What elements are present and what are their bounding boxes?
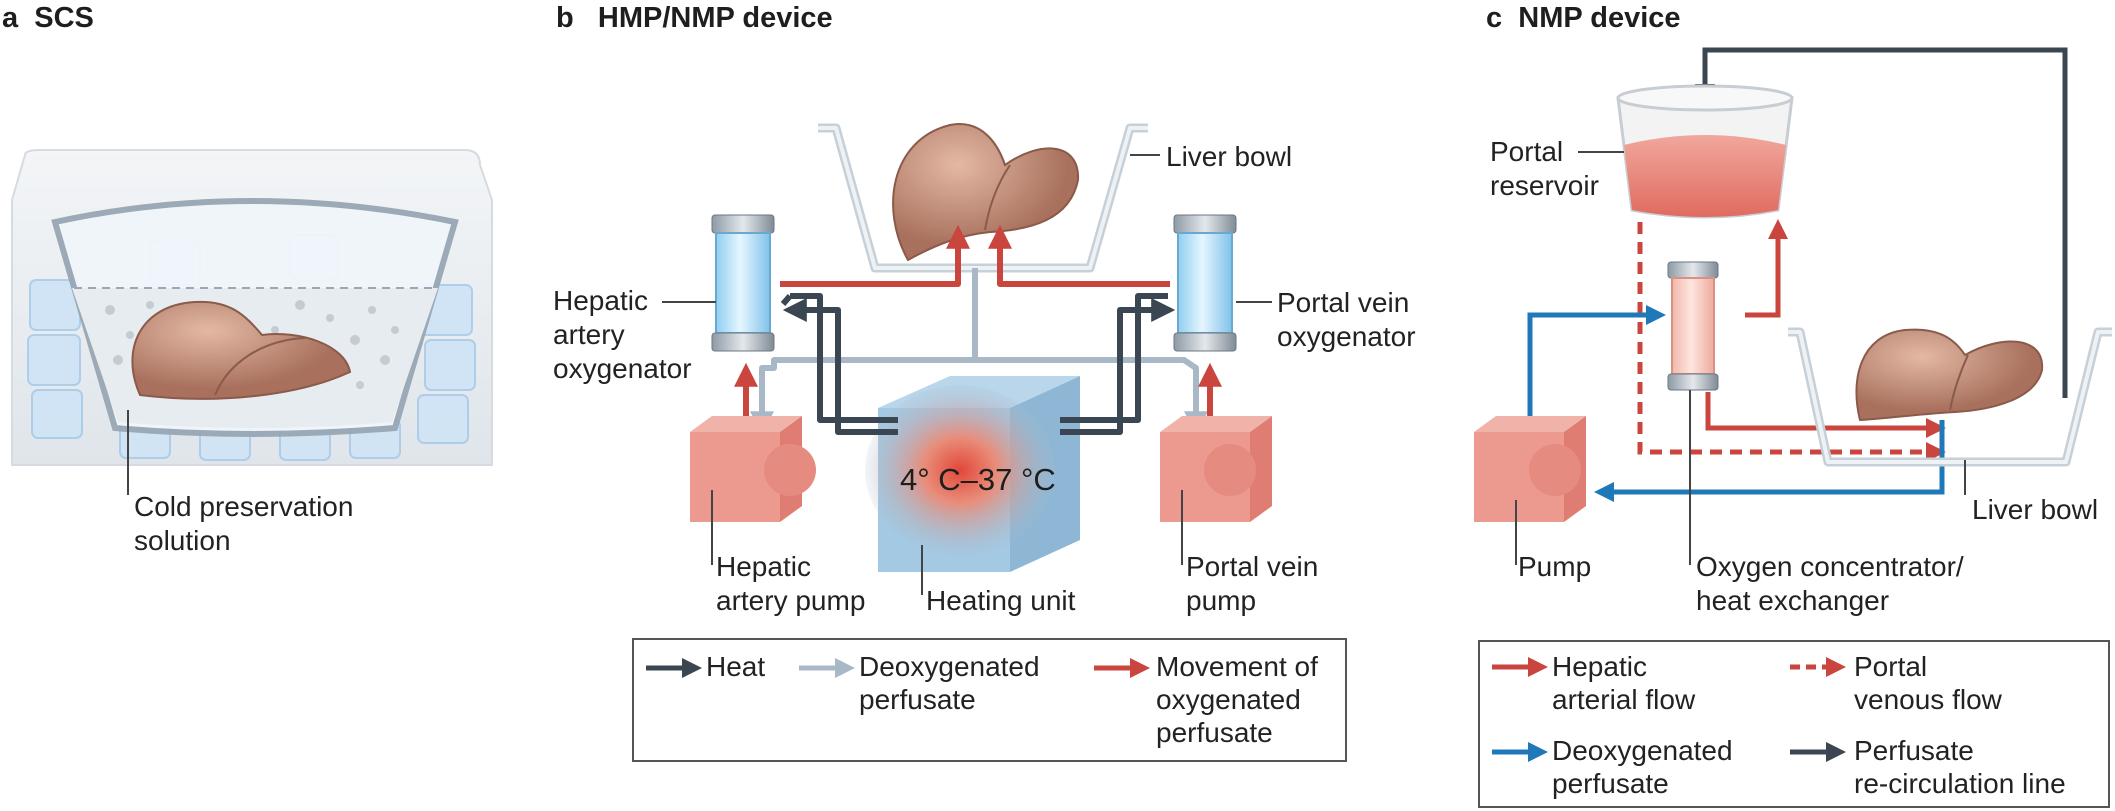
label-oxygen-concentrator: Oxygen concentrator/ heat exchanger	[1696, 551, 1964, 616]
pump-c	[1474, 416, 1586, 522]
legend-b-deoxygenated: Deoxygenated perfusate	[859, 651, 1040, 715]
legend-b-arrows	[646, 658, 1150, 678]
panel-a-heading: SCS	[34, 2, 94, 34]
oxygen-concentrator	[1667, 261, 1719, 391]
panel-a-letter: a	[2, 2, 19, 34]
portal-reservoir	[1616, 84, 1794, 219]
panel-b-heading: HMP/NMP device	[597, 2, 833, 34]
panel-b-title: b HMP/NMP device	[556, 2, 833, 35]
hepatic-artery-pump	[690, 416, 816, 522]
legend-c-hepatic-arterial: Hepatic arterial flow	[1552, 651, 1696, 715]
panel-a-title: a SCS	[2, 2, 94, 35]
label-hepatic-artery-pump: Hepatic artery pump	[716, 551, 866, 616]
legend-b-oxygenated: Movement of oxygenated perfusate	[1156, 651, 1318, 748]
label-liver-bowl-c: Liver bowl	[1972, 494, 2099, 525]
panel-c-heading: NMP device	[1518, 2, 1681, 34]
panel-a-illustration	[11, 149, 493, 495]
liver-b	[892, 123, 1080, 262]
legend-c-arrows	[1492, 657, 1846, 762]
liver-c	[1855, 328, 2044, 422]
panel-b-letter: b	[556, 2, 574, 34]
panel-c-letter: c	[1486, 2, 1503, 34]
legend-c-recirculation: Perfusate re-circulation line	[1854, 735, 2066, 799]
heating-unit-cube	[865, 376, 1080, 572]
legend-b-heat: Heat	[706, 651, 766, 682]
label-pump: Pump	[1518, 551, 1592, 582]
label-portal-vein-oxygenator: Portal vein oxygenator	[1277, 287, 1416, 352]
label-temperature: 4° C–37 °C	[900, 462, 1056, 497]
label-heating-unit: Heating unit	[926, 585, 1076, 616]
label-cold-preservation-solution: Cold preservation solution	[134, 491, 354, 556]
legend-c: Hepatic arterial flow Portal venous flow…	[1478, 640, 2110, 808]
liver-a	[131, 300, 352, 400]
portal-vein-pump	[1160, 416, 1272, 522]
panel-b-illustration	[662, 123, 1272, 595]
label-hepatic-artery-oxygenator: Hepatic artery oxygenator	[553, 285, 692, 384]
hepatic-artery-oxygenator	[711, 214, 775, 352]
legend-b: Heat Deoxygenated perfusate Movement of …	[632, 638, 1347, 762]
label-portal-vein-pump: Portal vein pump	[1186, 551, 1319, 616]
legend-c-deoxygenated: Deoxygenated perfusate	[1552, 735, 1733, 799]
label-liver-bowl-b: Liver bowl	[1166, 141, 1293, 172]
panel-c-title: c NMP device	[1486, 2, 1681, 35]
label-portal-reservoir: Portal reservoir	[1490, 136, 1599, 201]
legend-c-portal-venous: Portal venous flow	[1854, 651, 2002, 715]
portal-vein-oxygenator	[1173, 214, 1237, 352]
panel-c-illustration	[1474, 47, 2112, 565]
